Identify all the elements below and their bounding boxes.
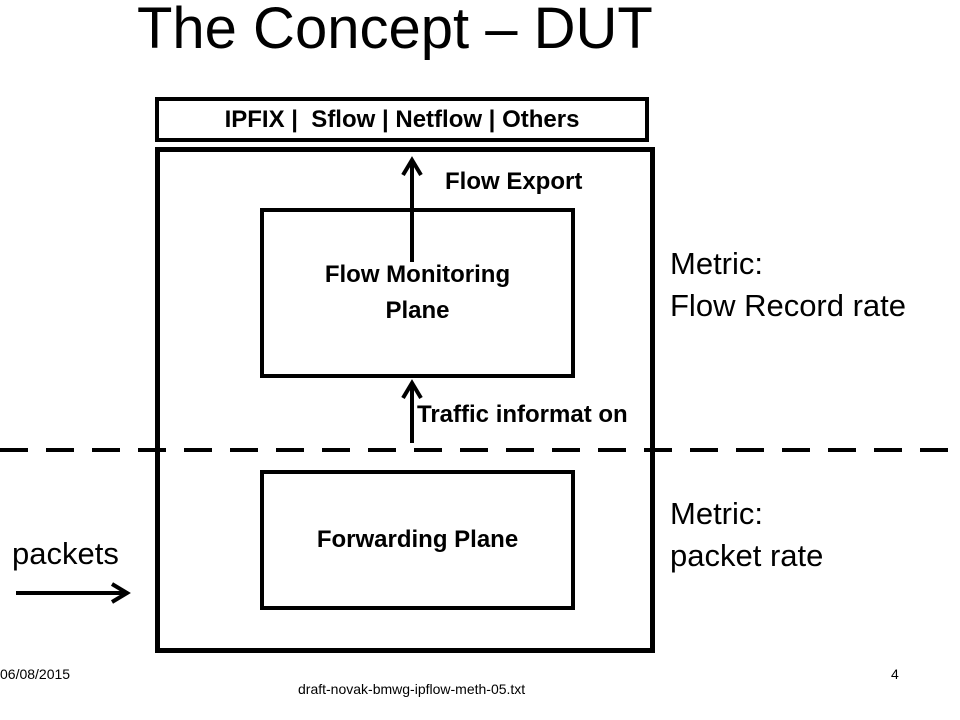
flow-monitoring-plane-box: Flow Monitoring Plane [260,208,575,378]
forwarding-plane-label: Forwarding Plane [316,526,519,553]
packets-arrow [16,582,131,604]
packets-label: packets [12,536,119,571]
slide-title: The Concept – DUT [137,0,653,61]
dut-box [155,147,655,653]
flow-export-label: Flow Export [445,168,583,195]
footer-filename: draft-novak-bmwg-ipflow-meth-05.txt [298,681,526,697]
footer-page-number: 4 [891,666,899,682]
metric-packet-rate: Metric: packet rate [670,496,824,573]
flow-monitoring-plane-label: Flow Monitoring Plane [324,261,511,324]
forwarding-plane-box: Forwarding Plane [260,470,575,610]
metric-flow-record-rate: Metric: Flow Record rate [670,246,907,323]
traffic-information-label: Traffic informat on [417,401,628,428]
footer-date: 06/08/2015 [0,666,71,682]
export-protocols-label: IPFIX | Sflow | Netflow | Others [224,105,580,133]
export-protocols-box: IPFIX | Sflow | Netflow | Others [155,97,649,142]
